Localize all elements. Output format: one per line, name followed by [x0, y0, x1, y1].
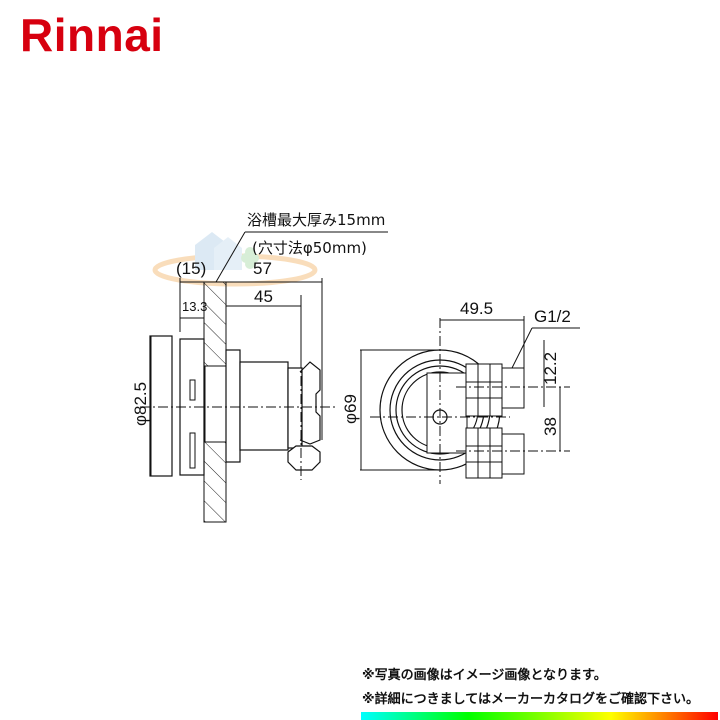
- thread-dim: G1/2: [534, 307, 571, 326]
- max-thickness-label: 浴槽最大厚み15mm: [247, 211, 385, 229]
- body-depth-dim: 45: [254, 287, 273, 306]
- front-diameter-dim: φ69: [341, 394, 360, 424]
- rinnai-logo: Rinnai: [20, 9, 164, 61]
- total-depth-dim: 57: [253, 259, 272, 278]
- side-diameter-dim: φ82.5: [131, 382, 150, 426]
- note-catalog: ※詳細につきましてはメーカーカタログをご確認下さい。: [362, 692, 699, 707]
- pitch-dim: 38: [541, 417, 560, 436]
- note-image: ※写真の画像はイメージ画像となります。: [362, 668, 607, 683]
- wall-thickness-dim: (15): [176, 259, 206, 278]
- flange-dim: 13.3: [182, 299, 207, 314]
- rainbow-bar: [361, 712, 718, 720]
- pipe-height-dim: 12.2: [541, 352, 560, 385]
- hole-size-label: (穴寸法φ50mm): [252, 239, 367, 257]
- disclaimer-notes: ※写真の画像はイメージ画像となります。 ※詳細につきましてはメーカーカタログをご…: [362, 664, 720, 712]
- lower-connector: [465, 427, 525, 479]
- offset-dim: 49.5: [460, 299, 493, 318]
- watermark-icon: [152, 232, 318, 287]
- upper-connector: [465, 363, 525, 417]
